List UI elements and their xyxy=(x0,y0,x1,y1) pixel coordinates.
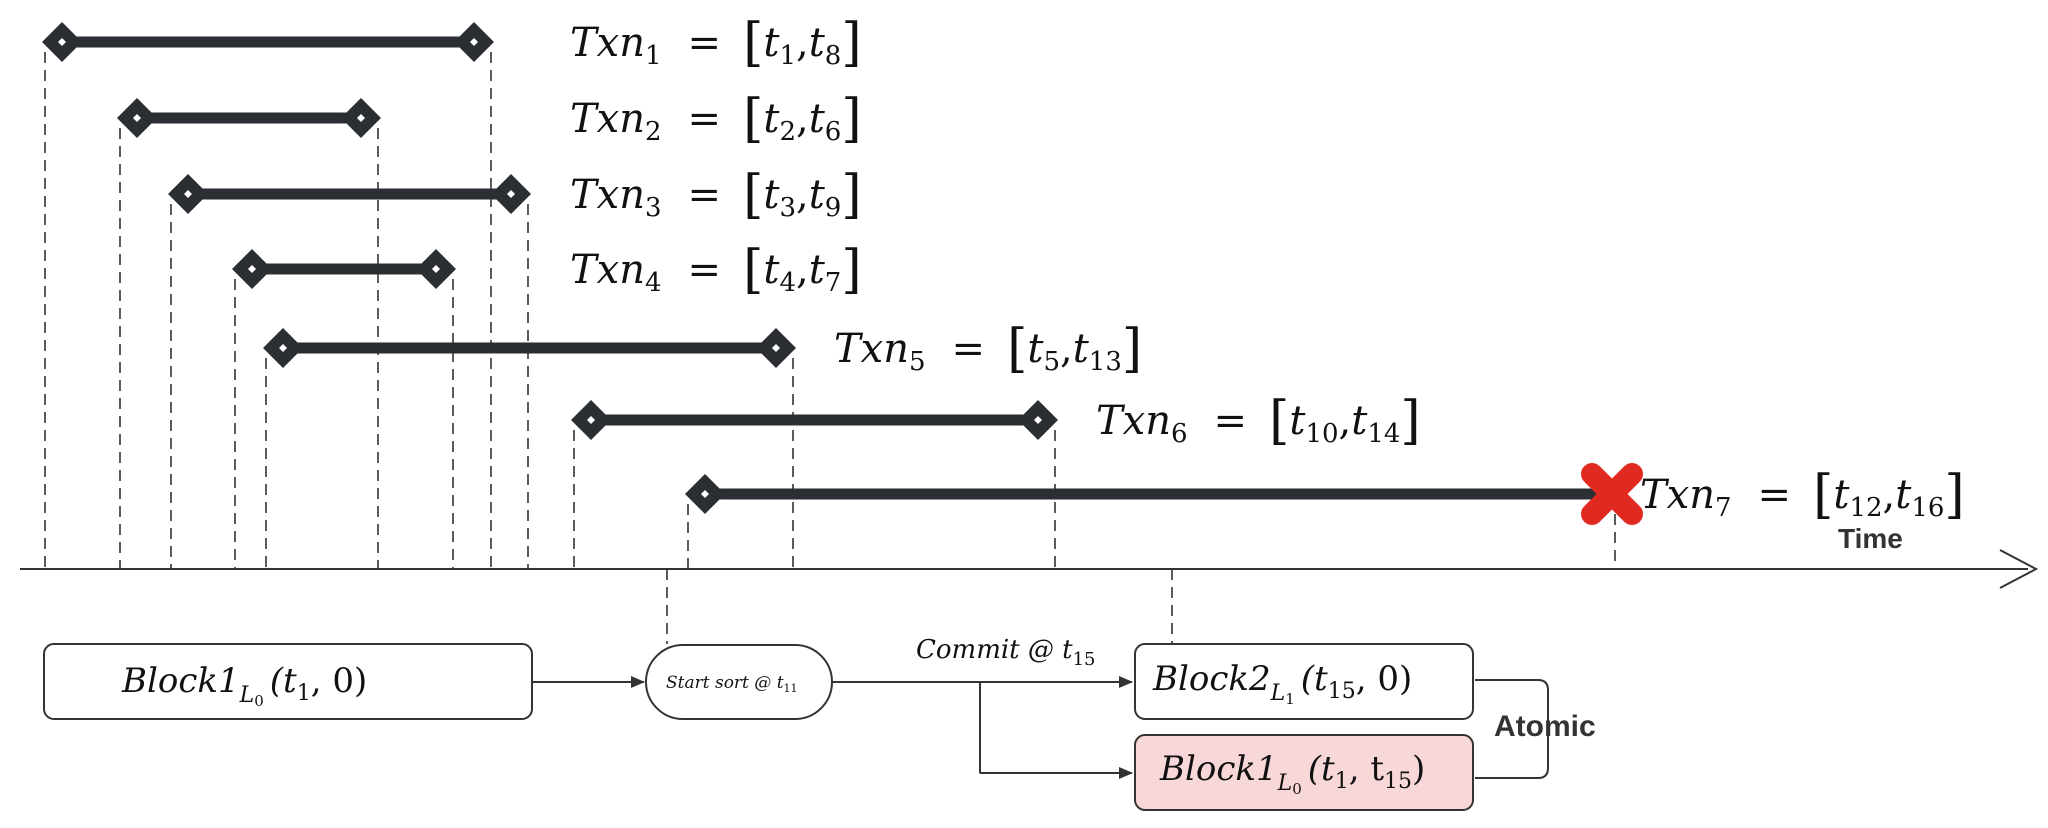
txn-6-start-marker xyxy=(571,400,611,440)
txn-3-start-marker xyxy=(168,174,208,214)
txn-7-start-marker xyxy=(685,474,725,514)
commit-label: Commit @ t15 xyxy=(916,635,1096,670)
txn-6-label: Txn6=[t10,t14] xyxy=(1096,391,1421,451)
txn-4-start-marker xyxy=(232,249,272,289)
start-sort-label: Start sort @ t11 xyxy=(666,673,798,695)
txn-7-label: Txn7=[t12,t16] xyxy=(1640,465,1965,525)
start-sort-step xyxy=(645,644,833,720)
transaction-labels: Txn1=[t1,t8] Txn2=[t2,t6] Txn3=[t3,t9] Txn4… xyxy=(570,13,1965,525)
txn-4-end-marker xyxy=(416,249,456,289)
txn-1-label: Txn1=[t1,t8] xyxy=(570,13,862,73)
txn-5-label: Txn5=[t5,t13] xyxy=(834,319,1142,379)
block1-box xyxy=(43,643,533,720)
abort-x-icon xyxy=(1581,463,1643,525)
time-axis-arrow-icon xyxy=(1999,549,2039,589)
txn-4-label: Txn4=[t4,t7] xyxy=(570,240,862,300)
atomic-bracket xyxy=(1475,679,1549,779)
txn-1-start-marker xyxy=(42,22,82,62)
sort-to-new-block1-arrow xyxy=(979,682,1133,779)
block1-rewritten-label: Block1L0(t1, t15) xyxy=(1159,749,1425,798)
txn-2-label: Txn2=[t2,t6] xyxy=(570,89,862,149)
commit-flow: Block1L0(t1, 0) Start sort @ t11 Commit … xyxy=(43,635,1596,811)
txn-6-end-marker xyxy=(1018,400,1058,440)
txn-3-end-marker xyxy=(491,174,531,214)
txn-3-label: Txn3=[t3,t9] xyxy=(570,165,862,225)
txn-5-start-marker xyxy=(263,328,303,368)
txn-2-end-marker xyxy=(341,98,381,138)
time-axis: Time xyxy=(20,523,2039,589)
block2-label: Block2L1(t15, 0) xyxy=(1152,659,1412,708)
txn-1-end-marker xyxy=(454,22,494,62)
txn-2-start-marker xyxy=(117,98,157,138)
block1-rewritten-box xyxy=(1134,734,1474,811)
block2-box xyxy=(1134,643,1474,720)
transaction-intervals xyxy=(42,22,1643,525)
block1-label: Block1L0(t1, 0) xyxy=(121,661,367,710)
time-axis-label: Time xyxy=(1838,523,1903,554)
atomic-label: Atomic xyxy=(1494,710,1596,743)
txn-5-end-marker xyxy=(756,328,796,368)
